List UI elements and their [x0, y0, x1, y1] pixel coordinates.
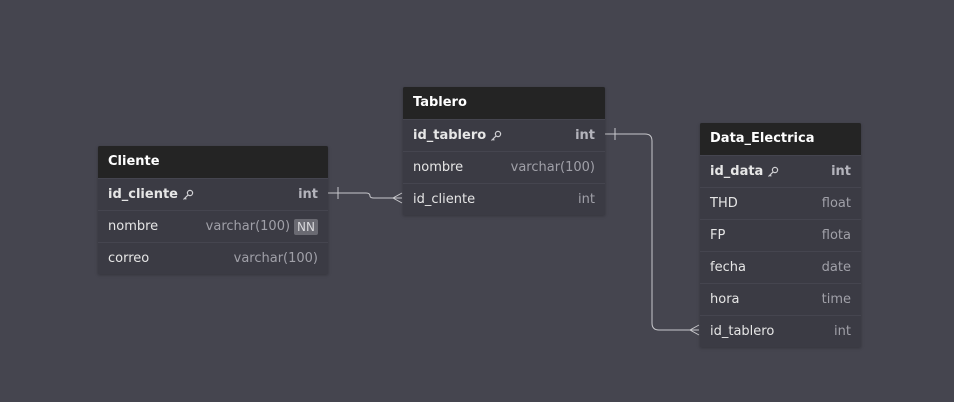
relationship-line-tablero-data [605, 133, 699, 331]
column-type: varchar(100) [510, 159, 595, 175]
column-row-correo[interactable]: correo varchar(100) [98, 242, 328, 274]
column-name: FP [710, 227, 726, 243]
column-name: nombre [108, 218, 159, 234]
column-row-id-data[interactable]: id_data int [700, 155, 861, 187]
column-name: hora [710, 291, 740, 307]
many-marker-tablero [391, 192, 403, 204]
column-name: id_tablero [413, 120, 502, 152]
column-type: date [821, 259, 851, 275]
relationship-line-cliente-tablero [328, 192, 402, 199]
column-type: flota [821, 227, 851, 243]
column-type: time [821, 291, 851, 307]
column-row-nombre[interactable]: nombre varchar(100) [403, 151, 605, 183]
column-type: int [834, 323, 851, 339]
column-row-id-cliente[interactable]: id_cliente int [403, 183, 605, 215]
column-row-fp[interactable]: FP flota [700, 219, 861, 251]
column-name: fecha [710, 259, 746, 275]
table-title[interactable]: Tablero [403, 87, 605, 119]
column-name: id_tablero [710, 323, 775, 339]
table-cliente[interactable]: Cliente id_cliente int nombre varchar(10… [98, 146, 328, 274]
column-name: id_cliente [108, 179, 194, 211]
table-tablero[interactable]: Tablero id_tablero int nombre varchar(10… [403, 87, 605, 215]
column-row-fecha[interactable]: fecha date [700, 251, 861, 283]
column-type: varchar(100) [233, 250, 318, 266]
column-type: varchar(100) [205, 218, 291, 234]
column-name: nombre [413, 159, 464, 175]
column-row-id-tablero[interactable]: id_tablero int [700, 315, 861, 347]
column-type: int [575, 127, 595, 143]
column-type: float [821, 195, 851, 211]
column-name-text: id_tablero [413, 127, 487, 143]
key-icon [768, 166, 779, 177]
key-icon [183, 189, 194, 200]
column-row-id-tablero[interactable]: id_tablero int [403, 119, 605, 151]
column-name: correo [108, 250, 150, 266]
column-name: id_cliente [413, 191, 476, 207]
column-type: int [298, 186, 318, 202]
many-marker-data [688, 324, 700, 336]
column-row-id-cliente[interactable]: id_cliente int [98, 178, 328, 210]
column-type-wrap: varchar(100) NN [206, 211, 318, 243]
column-type: int [831, 163, 851, 179]
table-title[interactable]: Data_Electrica [700, 123, 861, 155]
column-name-text: id_data [710, 163, 764, 179]
table-data-electrica[interactable]: Data_Electrica id_data int THD float FP … [700, 123, 861, 347]
column-row-nombre[interactable]: nombre varchar(100) NN [98, 210, 328, 242]
key-icon [491, 130, 502, 141]
column-name: THD [710, 195, 738, 211]
column-name: id_data [710, 156, 779, 188]
not-null-badge: NN [294, 218, 318, 235]
column-row-thd[interactable]: THD float [700, 187, 861, 219]
column-name-text: id_cliente [108, 186, 178, 202]
table-title[interactable]: Cliente [98, 146, 328, 178]
column-type: int [578, 191, 595, 207]
column-row-hora[interactable]: hora time [700, 283, 861, 315]
